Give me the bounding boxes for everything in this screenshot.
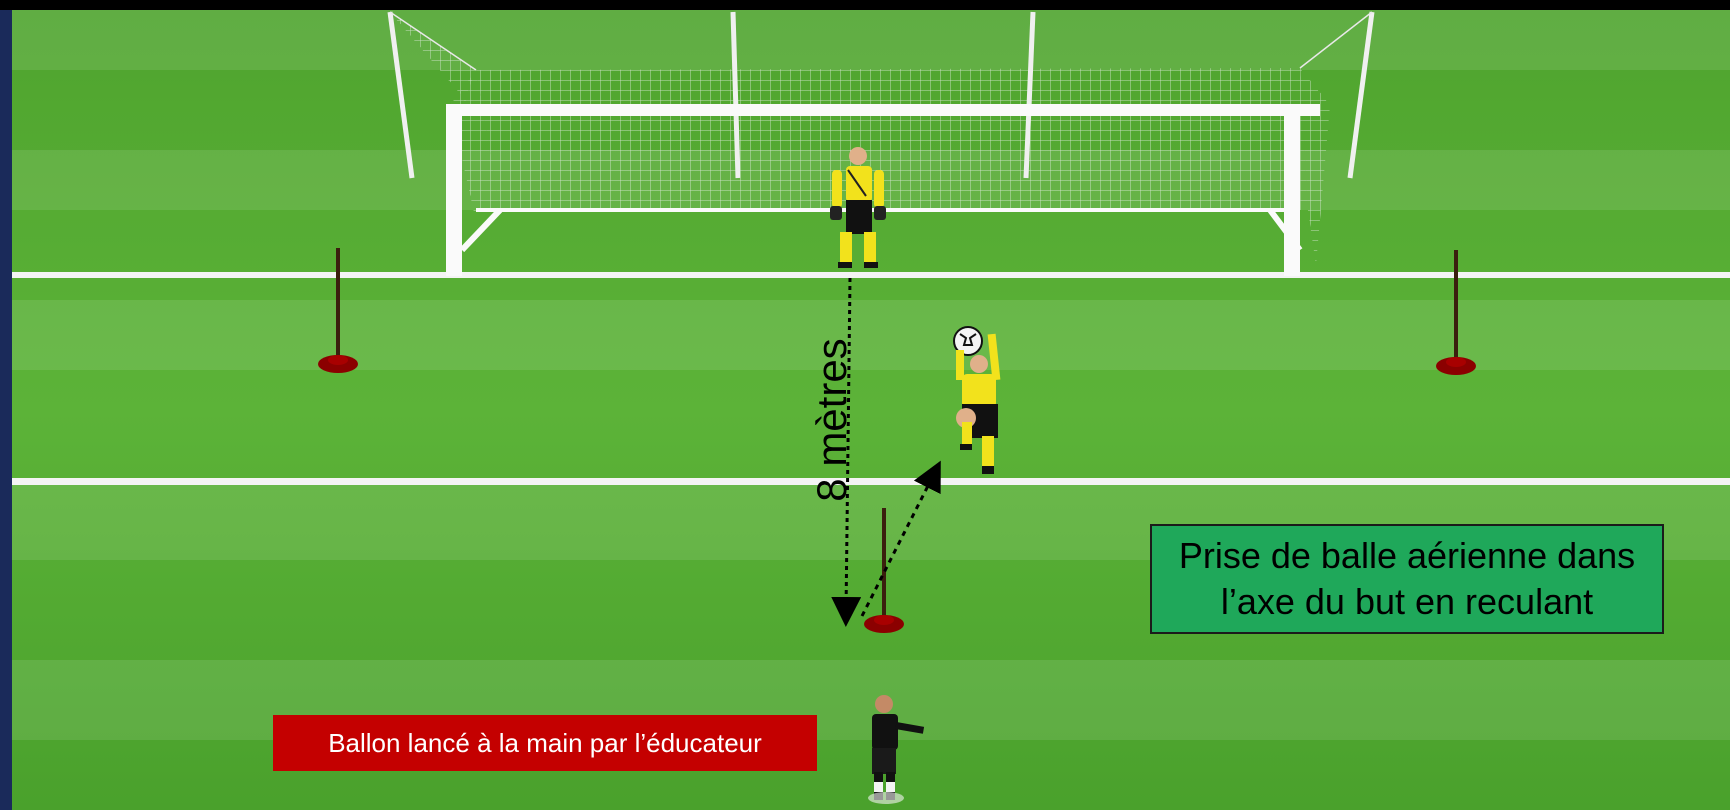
distance-label: 8 mètres <box>807 320 857 520</box>
drill-title: Prise de balle aérienne dans l’axe du bu… <box>1168 533 1646 625</box>
drill-title-box: Prise de balle aérienne dans l’axe du bu… <box>1150 524 1664 634</box>
goal-net <box>476 68 1308 210</box>
goal-line <box>12 272 1730 278</box>
left-edge-border <box>0 10 12 810</box>
coach-caption: Ballon lancé à la main par l’éducateur <box>328 728 762 759</box>
left-post <box>446 104 462 276</box>
field-line <box>12 478 1730 485</box>
crossbar <box>446 104 1320 116</box>
coach-caption-box: Ballon lancé à la main par l’éducateur <box>273 715 817 771</box>
